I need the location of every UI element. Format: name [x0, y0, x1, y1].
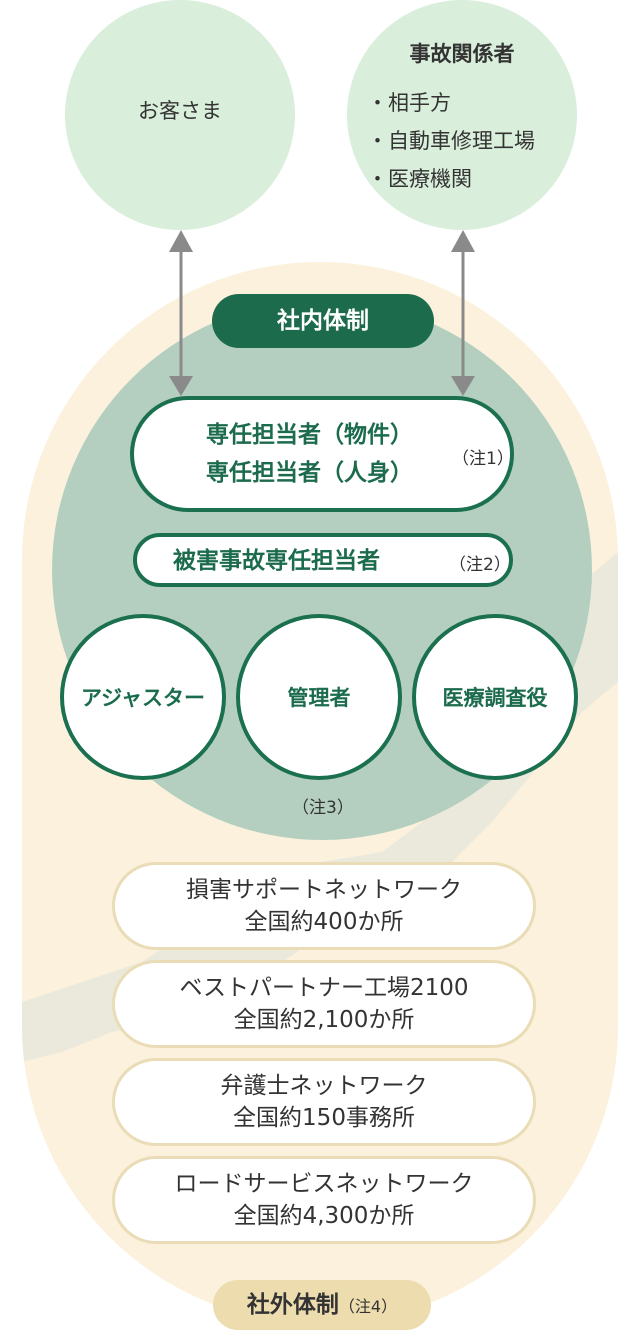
victim-staff-pill: 被害事故専任担当者 （注2） [133, 533, 513, 587]
involved-parties-circle: 事故関係者 相手方 自動車修理工場 医療機関 [347, 0, 577, 230]
medical-investigator-label: 医療調査役 [442, 686, 548, 710]
network-item: 弁護士ネットワーク 全国約150事務所 [112, 1058, 536, 1146]
note-1: （注1） [452, 449, 514, 469]
network-item: 損害サポートネットワーク 全国約400か所 [112, 862, 536, 950]
dedicated-staff-pill: 専任担当者（物件） 専任担当者（人身） （注1） [130, 396, 514, 512]
note-3: （注3） [292, 798, 354, 818]
external-system-badge: 社外体制（注4） [213, 1280, 431, 1330]
external-system-label: 社外体制 [246, 1292, 339, 1318]
customer-circle: お客さま [65, 0, 295, 230]
network-count: 全国約150事務所 [233, 1105, 415, 1131]
network-count: 全国約4,300か所 [233, 1203, 415, 1229]
manager-label: 管理者 [287, 686, 351, 710]
medical-investigator-circle: 医療調査役 [412, 614, 578, 780]
customer-arrow [169, 230, 193, 396]
internal-system-badge: 社内体制 [212, 294, 434, 348]
manager-circle: 管理者 [236, 614, 402, 780]
network-count: 全国約400か所 [244, 909, 404, 935]
involved-arrow [451, 230, 475, 396]
involved-parties-title: 事故関係者 [409, 42, 515, 66]
network-name: ロードサービスネットワーク [174, 1171, 474, 1197]
japan-map-silhouette [22, 552, 618, 1062]
note-2: （注2） [449, 555, 511, 575]
note-4: （注4） [338, 1297, 398, 1316]
involved-party-item: 相手方 [371, 84, 535, 122]
victim-staff-label: 被害事故専任担当者 [173, 548, 380, 574]
network-item: ロードサービスネットワーク 全国約4,300か所 [112, 1156, 536, 1244]
adjuster-label: アジャスター [80, 686, 206, 710]
involved-parties-list: 相手方 自動車修理工場 医療機関 [371, 84, 535, 198]
involved-party-item: 自動車修理工場 [371, 122, 535, 160]
network-name: ベストパートナー工場2100 [179, 975, 469, 1001]
customer-label: お客さま [138, 99, 222, 123]
network-name: 弁護士ネットワーク [220, 1073, 428, 1099]
network-item: ベストパートナー工場2100 全国約2,100か所 [112, 960, 536, 1048]
network-name: 損害サポートネットワーク [186, 877, 462, 903]
network-count: 全国約2,100か所 [233, 1007, 415, 1033]
adjuster-circle: アジャスター [60, 614, 226, 780]
dedicated-staff-personal: 専任担当者（人身） [206, 460, 413, 486]
dedicated-staff-property: 専任担当者（物件） [206, 422, 413, 448]
arrows [169, 230, 475, 396]
involved-party-item: 医療機関 [371, 160, 535, 198]
